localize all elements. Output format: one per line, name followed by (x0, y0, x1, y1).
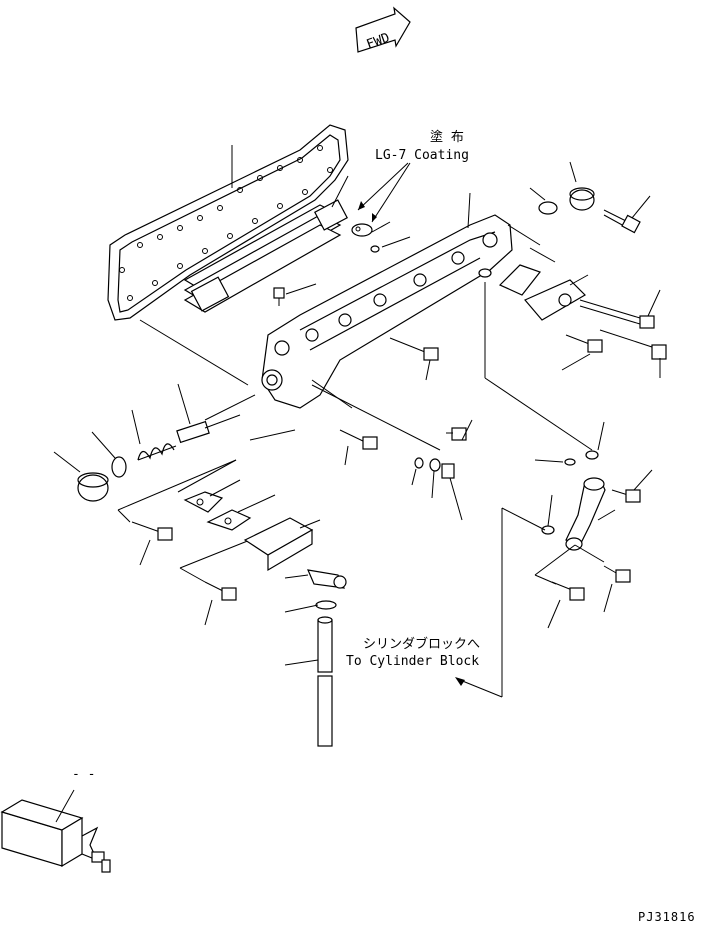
elbow-part (307, 569, 347, 589)
o-ring-part (538, 201, 558, 215)
coating-label-jp: 塗 布 (430, 129, 464, 145)
bolt-pipe-lower1-part (551, 581, 585, 601)
washer-part (429, 458, 441, 472)
gasket-part (107, 124, 349, 321)
o-ring-pipe-part (541, 525, 555, 535)
plug-small-part (446, 427, 467, 441)
adapter-part (243, 517, 314, 572)
relief-valve-part (176, 414, 241, 444)
to-cylinder-label-en: To Cylinder Block (346, 654, 479, 669)
bolt-pipe-lower2-part (603, 565, 631, 583)
plug-left-part (77, 472, 109, 502)
to-cylinder-label-jp: シリンダブロックへ (363, 636, 480, 652)
spring-part (137, 443, 177, 461)
o-ring-right-part (564, 458, 576, 466)
bolt-right-short-part (565, 334, 603, 353)
bolt-upper-right-part (603, 209, 641, 234)
seal-parts (351, 223, 380, 253)
bolt-pipe-right-part (611, 489, 641, 503)
o-ring-left-part (111, 456, 127, 478)
arrow-to-block-icon (455, 677, 465, 686)
water-pipe-part (565, 477, 606, 551)
sensor-part (599, 329, 667, 360)
bolt-center-part (389, 337, 439, 361)
nut-part (441, 463, 455, 479)
bolt-lower-center-part (339, 429, 378, 450)
coating-leader-lines (357, 162, 411, 223)
sub-marks: - - (72, 767, 95, 782)
coating-label-en: LG-7 Coating (375, 148, 469, 163)
small-bolt-part (273, 287, 285, 306)
cooler-housing-part (261, 214, 513, 409)
gasket-right-part (585, 450, 599, 460)
bolt-lower-left2-part (204, 581, 237, 601)
tool-part (0, 799, 111, 873)
plug-part (569, 187, 595, 211)
bolt-right-long-part (579, 299, 655, 329)
fwd-arrow-icon: FWD (355, 6, 411, 53)
washer-part (414, 457, 424, 469)
gasket-small-part (183, 491, 224, 513)
bracket-part (498, 264, 586, 321)
o-ring-tube-part (315, 600, 337, 610)
cooler-core-part (183, 199, 348, 313)
tube-part (317, 616, 333, 747)
drawing-id: PJ31816 (638, 910, 696, 924)
plate-part (206, 509, 252, 531)
bolt-lower-left-part (131, 521, 173, 541)
